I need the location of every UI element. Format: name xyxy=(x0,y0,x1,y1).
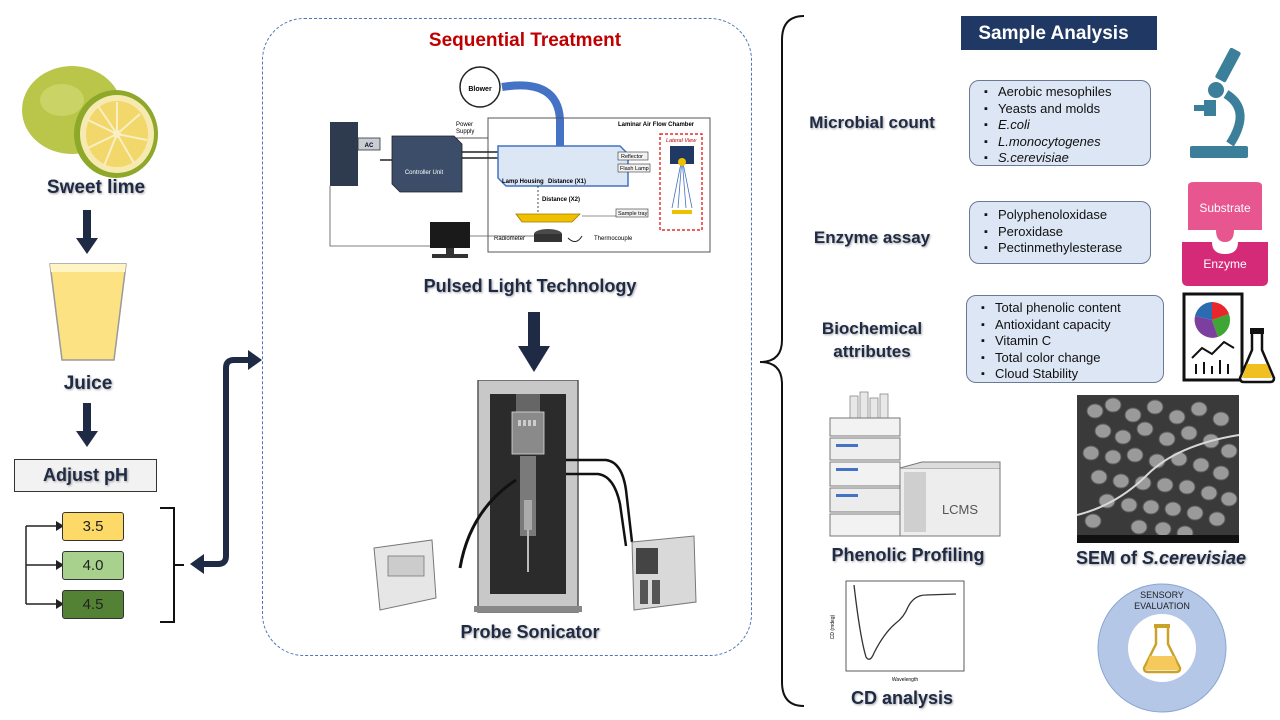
sequential-treatment-title: Sequential Treatment xyxy=(428,30,622,51)
sensory-line2: EVALUATION xyxy=(1134,601,1190,611)
controller-label: Controller Unit xyxy=(405,170,444,176)
enzyme-assay-label: Enzyme assay xyxy=(813,228,931,247)
power-supply-label-1: Power xyxy=(456,122,473,128)
sensory-line1: SENSORY xyxy=(1140,590,1184,600)
sample-analysis-header xyxy=(961,16,1157,50)
arrow-down-icon xyxy=(76,403,98,447)
distance-x2-label: Distance (X2) xyxy=(542,197,580,203)
enzyme-item: Peroxidase xyxy=(984,224,1144,241)
probe-sonicator-image xyxy=(373,380,697,613)
ph-bracket xyxy=(160,507,184,623)
biochemical-item: Cloud Stability xyxy=(981,366,1157,383)
sweet-lime-image xyxy=(22,66,158,178)
biochemical-item: Antioxidant capacity xyxy=(981,317,1157,334)
sem-label: SEM of S.cerevisiae xyxy=(1066,548,1256,569)
sequential-treatment-panel xyxy=(262,18,752,656)
radiometer-label: Radiometer xyxy=(494,236,525,242)
biochemical-list: Total phenolic content Antioxidant capac… xyxy=(966,295,1164,383)
thermocouple-label: Thermocouple xyxy=(594,236,633,242)
biochemical-label-line1: Biochemical xyxy=(821,319,923,338)
distance-x1-label: Distance (X1) xyxy=(548,179,586,185)
juice-label: Juice xyxy=(63,373,113,394)
reflector-label: Reflector xyxy=(621,154,643,160)
ac-label: AC xyxy=(365,143,374,149)
arrow-down-icon xyxy=(76,210,98,254)
ph-value-4-0: 4.0 xyxy=(62,551,124,580)
cd-y-axis-label: CD (mdeg) xyxy=(830,614,836,639)
ph-value-3-5: 3.5 xyxy=(62,512,124,541)
lamp-housing-label: Lamp Housing xyxy=(502,179,544,185)
sensory-evaluation-icon: SENSORY EVALUATION xyxy=(1097,583,1227,713)
chamber-label: Laminar Air Flow Chamber xyxy=(618,122,695,128)
arrow-down-icon xyxy=(518,312,550,372)
sample-tray-label: Sample tray xyxy=(618,211,648,217)
biochemical-label-line2: attributes xyxy=(833,342,911,361)
sem-label-prefix: SEM of xyxy=(1075,548,1142,568)
lateral-view-label: Lateral View xyxy=(666,138,697,144)
analysis-brace xyxy=(759,15,805,707)
biochemical-item: Total color change xyxy=(981,350,1157,367)
microbial-item: L.monocytogenes xyxy=(984,134,1144,151)
microscope-icon xyxy=(1190,48,1248,158)
sem-label-italic: S.cerevisiae xyxy=(1141,548,1247,568)
probe-sonicator-label: Probe Sonicator xyxy=(460,622,600,642)
phenolic-profiling-label: Phenolic Profiling xyxy=(831,545,985,565)
cd-x-axis-label: Wavelength xyxy=(892,677,918,683)
substrate-enzyme-icon: Substrate Enzyme xyxy=(1182,182,1268,286)
pulsed-light-label: Pulsed Light Technology xyxy=(423,276,637,296)
microbial-list: Aerobic mesophiles Yeasts and molds E.co… xyxy=(969,80,1151,167)
power-supply-label-2: Supply xyxy=(456,129,474,135)
microbial-item: S.cerevisiae xyxy=(984,150,1144,167)
enzyme-item: Pectinmethylesterase xyxy=(984,240,1144,257)
substrate-label: Substrate xyxy=(1199,201,1251,215)
adjust-ph-label: Adjust pH xyxy=(43,465,128,485)
pulsed-light-schematic: Blower Laminar Air Flow Chamber AC Contr… xyxy=(329,66,711,258)
ph-value-4-5: 4.5 xyxy=(62,590,124,619)
ph-branch-connector xyxy=(25,521,64,609)
juice-glass-image xyxy=(49,263,127,361)
cd-analysis-label: CD analysis xyxy=(850,688,954,708)
microbial-item: E.coli xyxy=(984,117,1144,134)
biochemical-item: Vitamin C xyxy=(981,333,1157,350)
sweet-lime-label: Sweet lime xyxy=(46,177,146,198)
sem-image xyxy=(1077,395,1239,543)
flow-arrow-to-treatment xyxy=(190,350,262,574)
enzyme-label: Enzyme xyxy=(1203,257,1247,271)
lcms-instrument-image: LCMS xyxy=(829,391,1001,537)
flash-lamp-label: Flash Lamp xyxy=(620,166,649,172)
microbial-count-label: Microbial count xyxy=(809,113,935,132)
microbial-item: Aerobic mesophiles xyxy=(984,84,1144,101)
report-flask-icon xyxy=(1182,292,1276,384)
enzyme-list: Polyphenoloxidase Peroxidase Pectinmethy… xyxy=(969,201,1151,264)
biochemical-item: Total phenolic content xyxy=(981,300,1157,317)
adjust-ph-box xyxy=(14,459,157,492)
microbial-item: Yeasts and molds xyxy=(984,101,1144,118)
lcms-label: LCMS xyxy=(942,502,978,517)
cd-spectrum-plot: Wavelength CD (mdeg) xyxy=(830,580,965,683)
blower-label: Blower xyxy=(468,86,492,93)
sample-analysis-title: Sample Analysis xyxy=(978,23,1129,44)
enzyme-item: Polyphenoloxidase xyxy=(984,207,1144,224)
